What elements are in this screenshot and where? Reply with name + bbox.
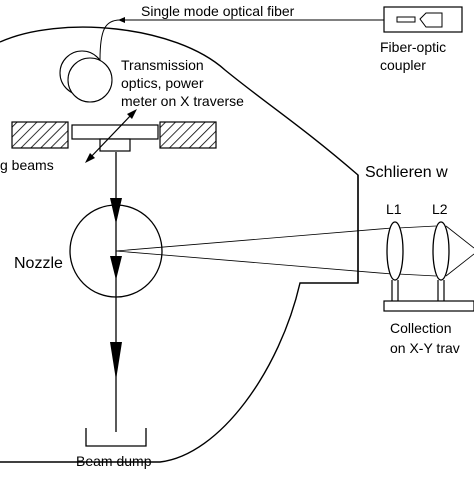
x-traverse-arrowhead-bottom	[85, 153, 95, 163]
nozzle-circle	[69, 204, 163, 298]
label-nozzle: Nozzle	[14, 255, 63, 272]
x-traverse-arrow	[87, 111, 135, 161]
label-beam-dump: Beam dump	[76, 453, 152, 469]
optics-mount	[99, 138, 131, 152]
label-beams: g beams	[0, 157, 54, 173]
label-coupler-line2: coupler	[380, 57, 426, 73]
schlieren-ray-lower	[115, 250, 393, 275]
fiber-arrowhead	[118, 17, 125, 23]
beam-dump	[85, 428, 147, 447]
label-single-mode-fiber: Single mode optical fiber	[141, 3, 295, 19]
x-traverse-arrowhead-top	[127, 109, 137, 119]
schlieren-ray-l2-lower	[397, 273, 437, 277]
beam-arrowhead-bottom	[110, 342, 122, 380]
right-hatched-plate	[159, 121, 217, 149]
collection-rail	[383, 300, 474, 312]
optical-fiber-line	[99, 19, 384, 61]
lens-l2	[432, 221, 450, 281]
label-collection-line1: Collection	[390, 320, 451, 336]
coupler-laser	[419, 12, 443, 28]
label-transmission-line3: meter on X traverse	[121, 93, 244, 109]
label-transmission-line2: optics, power	[121, 75, 204, 91]
label-coupler-line1: Fiber-optic	[380, 39, 446, 55]
beam-arrowhead-top	[110, 198, 122, 224]
label-lens-l1: L1	[386, 201, 402, 217]
label-schlieren: Schlieren w	[365, 164, 448, 181]
schlieren-ray-l2-upper	[397, 225, 437, 229]
beam-arrowhead-mid	[110, 256, 122, 280]
label-lens-l2: L2	[432, 201, 448, 217]
left-hatched-plate	[11, 121, 69, 149]
label-transmission-line1: Transmission	[121, 57, 204, 73]
schlieren-ray-focus-lower	[445, 253, 474, 277]
lens-l1	[386, 221, 404, 281]
schlieren-ray-upper	[115, 227, 393, 252]
label-collection-line2: on X-Y trav	[390, 340, 460, 356]
schlieren-ray-focus-upper	[445, 225, 474, 249]
fiber-spool-right	[67, 57, 113, 103]
chamber-outline	[0, 26, 359, 463]
coupler-fiber-end	[396, 16, 416, 23]
